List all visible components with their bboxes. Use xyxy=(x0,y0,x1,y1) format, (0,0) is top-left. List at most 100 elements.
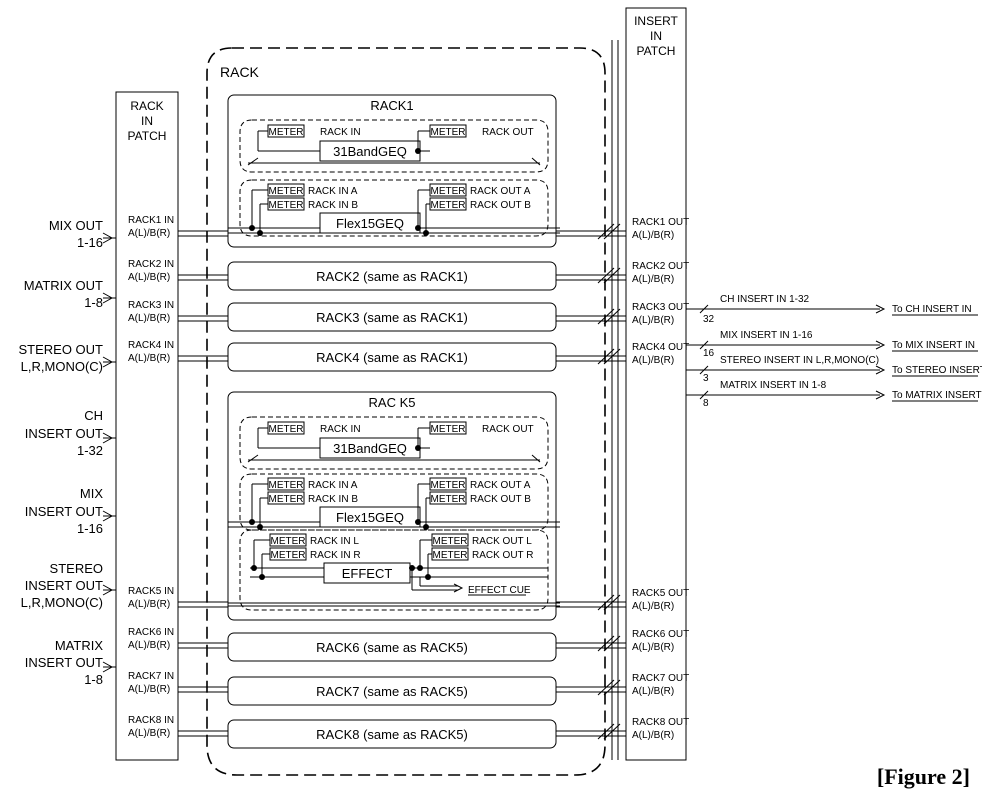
source-label: INSERT OUT xyxy=(25,578,103,593)
rack-out-label: RACK2 OUT xyxy=(632,261,689,272)
geq-block xyxy=(239,416,549,470)
geq-processor-label: 31BandGEQ xyxy=(333,441,407,456)
rack-out-label: RACK4 OUT xyxy=(632,342,689,353)
meter-label: METER xyxy=(431,424,466,435)
rack-region-label: RACK xyxy=(220,64,260,80)
rack-in-label: RACK7 IN xyxy=(128,671,174,682)
rack-out-label: RACK1 OUT xyxy=(632,217,689,228)
insert-in-patch-title: PATCH xyxy=(637,44,676,58)
rack-out-sub-label: A(L)/B(R) xyxy=(632,274,674,285)
meter-label: METER xyxy=(269,494,304,505)
flex-geq-processor-label: Flex15GEQ xyxy=(336,216,404,231)
meter-label: METER xyxy=(271,536,306,547)
simple-rack-label: RACK3 (same as RACK1) xyxy=(316,310,468,325)
bus-slash xyxy=(597,679,615,696)
source-label: STEREO xyxy=(50,561,103,576)
junction-dot xyxy=(415,225,421,231)
bus-slash xyxy=(597,635,615,652)
insert-output-label: CH INSERT IN 1-32 xyxy=(720,294,810,305)
insert-in-patch-title: INSERT xyxy=(634,14,678,28)
rack5-box xyxy=(227,391,557,621)
source-label: INSERT OUT xyxy=(25,426,103,441)
effect-cue-label: EFFECT CUE xyxy=(468,585,531,596)
rack-out-r-label: RACK OUT R xyxy=(472,550,534,561)
rack-in-label: RACK6 IN xyxy=(128,627,174,638)
arrow-icon xyxy=(875,340,886,350)
junction-dot xyxy=(259,574,265,580)
junction-dot xyxy=(417,565,423,571)
bypass-switch-icon xyxy=(531,157,541,166)
rack-in-l-label: RACK IN L xyxy=(310,536,359,547)
insert-in-patch-box xyxy=(625,7,687,761)
rack-out-label: RACK8 OUT xyxy=(632,717,689,728)
rack-out-sub-label: A(L)/B(R) xyxy=(632,355,674,366)
bus-slash xyxy=(597,308,615,325)
meter-label: METER xyxy=(433,550,468,561)
rack-in-sub-label: A(L)/B(R) xyxy=(128,353,170,364)
rack-in-patch-title: IN xyxy=(141,114,153,128)
rack-in-label: RACK1 IN xyxy=(128,215,174,226)
rack-out-a-label: RACK OUT A xyxy=(470,480,531,491)
simple-rack-label: RACK2 (same as RACK1) xyxy=(316,269,468,284)
simple-rack-label: RACK7 (same as RACK5) xyxy=(316,684,468,699)
junction-dot xyxy=(425,574,431,580)
insert-output-count: 8 xyxy=(703,398,709,409)
rack-out-a-label: RACK OUT A xyxy=(470,186,531,197)
meter-label: METER xyxy=(271,550,306,561)
rack-in-label: RACK5 IN xyxy=(128,586,174,597)
insert-destination-label: To CH INSERT IN xyxy=(892,304,972,315)
effect-processor-label: EFFECT xyxy=(342,566,393,581)
junction-dot xyxy=(249,225,255,231)
effect-processor-box xyxy=(323,562,411,584)
junction-dot xyxy=(423,524,429,530)
meter-label: METER xyxy=(433,536,468,547)
rack-out-sub-label: A(L)/B(R) xyxy=(632,601,674,612)
source-label: STEREO OUT xyxy=(18,342,103,357)
rack-out-sub-label: A(L)/B(R) xyxy=(632,230,674,241)
meter-label: METER xyxy=(431,186,466,197)
bus-slash xyxy=(597,723,615,740)
meter-label: METER xyxy=(431,200,466,211)
junction-dot xyxy=(257,230,263,236)
rack-in-sub-label: A(L)/B(R) xyxy=(128,599,170,610)
insert-destination-label: To MIX INSERT IN xyxy=(892,340,975,351)
rack-out-l-label: RACK OUT L xyxy=(472,536,532,547)
insert-in-patch-title: IN xyxy=(650,29,662,43)
bus-slash xyxy=(597,594,615,611)
rack-region xyxy=(206,47,606,776)
rack-in-label: RACK8 IN xyxy=(128,715,174,726)
junction-dot xyxy=(249,519,255,525)
insert-output-count: 3 xyxy=(703,373,709,384)
meter-label: METER xyxy=(269,186,304,197)
bypass-switch-icon xyxy=(247,454,259,463)
insert-output-label: STEREO INSERT IN L,R,MONO(C) xyxy=(720,355,879,366)
rack-in-patch-box xyxy=(115,91,179,761)
source-label: INSERT OUT xyxy=(25,504,103,519)
insert-output-label: MIX INSERT IN 1-16 xyxy=(720,330,813,341)
arrow-icon xyxy=(875,304,886,314)
source-label: 1-32 xyxy=(77,443,103,458)
rack-out-label: RACK3 OUT xyxy=(632,302,689,313)
flex-geq-processor-label: Flex15GEQ xyxy=(336,510,404,525)
source-label: 1-8 xyxy=(84,672,103,687)
simple-rack-box xyxy=(227,261,557,291)
rack-out-label: RACK OUT xyxy=(482,424,534,435)
rack-in-sub-label: A(L)/B(R) xyxy=(128,313,170,324)
rack-out-b-label: RACK OUT B xyxy=(470,494,531,505)
junction-dot xyxy=(251,565,257,571)
rack-in-label: RACK IN xyxy=(320,127,361,138)
geq-block xyxy=(239,119,549,173)
rack-in-sub-label: A(L)/B(R) xyxy=(128,272,170,283)
bus-slash xyxy=(699,365,709,375)
meter-label: METER xyxy=(269,424,304,435)
rack-out-sub-label: A(L)/B(R) xyxy=(632,642,674,653)
meter-label: METER xyxy=(431,127,466,138)
rack-out-sub-label: A(L)/B(R) xyxy=(632,730,674,741)
bypass-switch-icon xyxy=(531,454,541,463)
source-label: INSERT OUT xyxy=(25,655,103,670)
source-label: 1-16 xyxy=(77,235,103,250)
effect-block xyxy=(239,529,549,611)
rack-in-b-label: RACK IN B xyxy=(308,494,358,505)
bus-slash xyxy=(699,390,709,400)
